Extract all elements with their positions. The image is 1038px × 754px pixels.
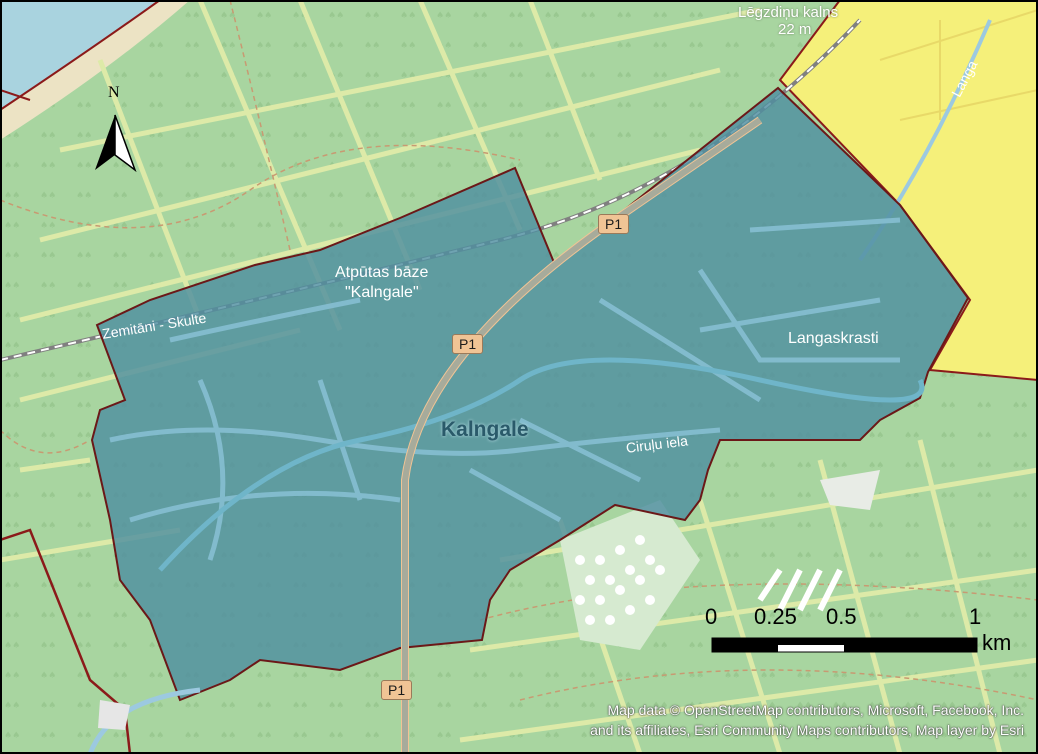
boundary-line [0,528,132,754]
kalngale-area [90,86,970,702]
resort-name-label: "Kalngale" [345,284,419,301]
scale-unit: km [982,630,1012,655]
map-attribution: Map data © OpenStreetMap contributors, M… [590,702,1024,738]
elevation-value-label: 22 m [778,21,812,38]
scale-tick-05: 0.5 [826,604,857,629]
road-shield-p1: P1 [381,680,413,700]
scale-tick-025: 0.25 [754,604,797,629]
scale-tick-0: 0 [705,604,718,629]
road-shield-p1: P1 [452,334,484,354]
district-label: Langaskrasti [788,330,879,347]
north-label: N [108,84,120,101]
elevation-name-label: Lēgzdiņu kalns [738,4,839,21]
north-arrow-icon [95,114,137,173]
road-shield-p1: P1 [598,214,630,234]
resort-label: Atpūtas bāze [335,264,429,281]
scale-bar [711,637,978,653]
town-label: Kalngale [441,418,529,441]
scale-tick-1: 1 [969,604,982,629]
beach-strip [0,0,190,140]
